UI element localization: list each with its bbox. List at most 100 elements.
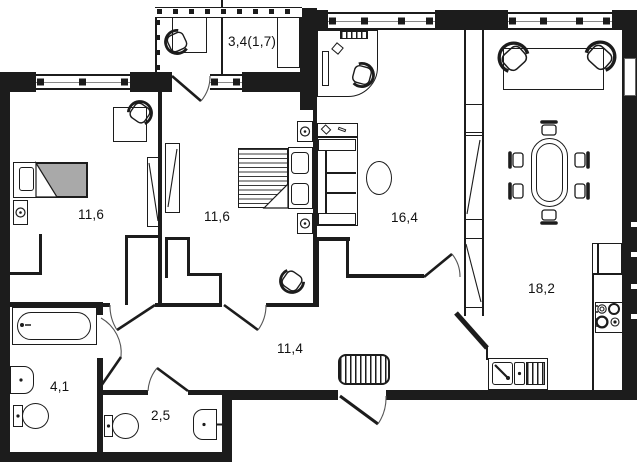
bathtub-inner (17, 312, 91, 340)
stove (595, 302, 623, 333)
toilet-bowl (112, 413, 139, 439)
window (36, 74, 130, 90)
wall-step (222, 390, 232, 462)
balcony-table (172, 17, 207, 53)
sink-bowl (514, 362, 525, 385)
wall-niche (624, 58, 636, 96)
wall-bedroom1-step (125, 235, 128, 305)
bed-pillow (291, 183, 309, 205)
nightstand-lamp (297, 213, 313, 234)
wc-door-leaf (156, 366, 189, 393)
vent-mark (631, 252, 637, 257)
room-label-living: 16,4 (391, 210, 419, 225)
dining-table-inner (536, 143, 563, 202)
bedroom2-door-leaf (223, 303, 259, 332)
wall-left-outer (0, 72, 10, 462)
room-label-bathroom: 4,1 (50, 379, 70, 394)
kitchen-diagonal-wall (454, 311, 489, 350)
bathroom-door-leaf (99, 356, 123, 387)
vent-mark (631, 314, 637, 319)
wall-living-step (315, 237, 350, 241)
corner-chair (274, 265, 308, 299)
room-label-bedroom1: 11,6 (78, 207, 105, 222)
built-in-wardrobe (465, 104, 483, 133)
room-label-kitchen: 18,2 (528, 281, 556, 296)
wall-living-divider (313, 110, 317, 307)
kitchen-counter-edge (592, 273, 622, 275)
built-in-wardrobe (464, 238, 483, 308)
sliding-wardrobe (165, 143, 180, 213)
wall-top-left (0, 72, 36, 92)
vent-mark (631, 222, 637, 227)
balcony-door-leaf (171, 75, 202, 102)
wall-closet-step (165, 237, 168, 278)
entrance-door-leaf (339, 394, 379, 426)
built-in-wardrobe (465, 135, 483, 220)
washbasin (193, 409, 217, 440)
window (210, 74, 242, 90)
wall-bottom-mid (230, 390, 338, 400)
wall-kitchen-west (486, 346, 488, 360)
monitor (322, 51, 329, 86)
balcony-glazing-side (155, 20, 160, 72)
washbasin (10, 366, 34, 394)
sofa-cushion-line (326, 172, 356, 174)
living-door-arc (451, 253, 461, 278)
balcony-glazing (155, 7, 302, 18)
wall-bedroom1-step (125, 235, 160, 238)
room-label-balcony: 3,4(1,7) (228, 34, 277, 49)
wall-closet-step (165, 237, 190, 240)
room-label-hallway: 11,4 (277, 341, 304, 356)
wall-bedroom-divider (158, 92, 162, 305)
sofa-cushion-line (326, 192, 356, 194)
wall-bathroom-top (10, 302, 97, 307)
dining-chair (540, 120, 558, 137)
wall-bottom-right (386, 390, 637, 400)
bedroom1-door-arc (109, 304, 118, 331)
bathroom-door-arc (100, 317, 122, 358)
window (328, 12, 435, 30)
bedroom1-door-leaf (116, 303, 156, 332)
entrance-door-arc (377, 395, 387, 425)
wall-bathroom-right (97, 302, 103, 315)
toilet-bowl (22, 403, 49, 429)
kitchen-counter-edge (592, 273, 594, 390)
wall-top-right (612, 10, 637, 30)
dining-chair (540, 208, 558, 225)
console-table (503, 48, 604, 90)
doormat (338, 354, 390, 385)
wall-closet-step (187, 273, 221, 276)
wall-hall-north (346, 274, 424, 278)
wall-living-step (315, 237, 319, 307)
bed-pillow (19, 167, 34, 191)
dining-chair (573, 151, 590, 169)
sofa-backrest-line (325, 151, 327, 213)
wall-shaft-step (39, 234, 42, 275)
wall-bathroom-right (97, 358, 103, 452)
nightstand-lamp (13, 200, 28, 225)
living-door-leaf (423, 252, 453, 279)
wall-bottom-left (0, 452, 232, 462)
sink-drainer (526, 362, 545, 385)
wall-balcony-south (242, 72, 300, 92)
dining-chair (508, 151, 525, 169)
wall-wc-top (103, 390, 148, 395)
wc-door-arc (147, 367, 158, 392)
wall-shaft-step (10, 272, 41, 275)
balcony-cabinet (277, 14, 300, 68)
wall-top-left (130, 72, 172, 92)
wall-shaft-line (482, 30, 484, 316)
wall-closet-step (219, 273, 222, 305)
bedroom2-door-arc (257, 304, 267, 331)
sofa (317, 137, 358, 226)
double-bed-blanket (238, 148, 288, 208)
ottoman (366, 161, 392, 195)
window (508, 12, 612, 30)
balcony-door-arc (200, 75, 211, 102)
dining-chair (508, 182, 525, 200)
wall-bedroom2-south (266, 303, 317, 307)
balcony-divider-line (221, 0, 223, 74)
refrigerator-line (597, 244, 599, 273)
wall-pier (300, 8, 317, 110)
wall-top-right (435, 10, 508, 30)
